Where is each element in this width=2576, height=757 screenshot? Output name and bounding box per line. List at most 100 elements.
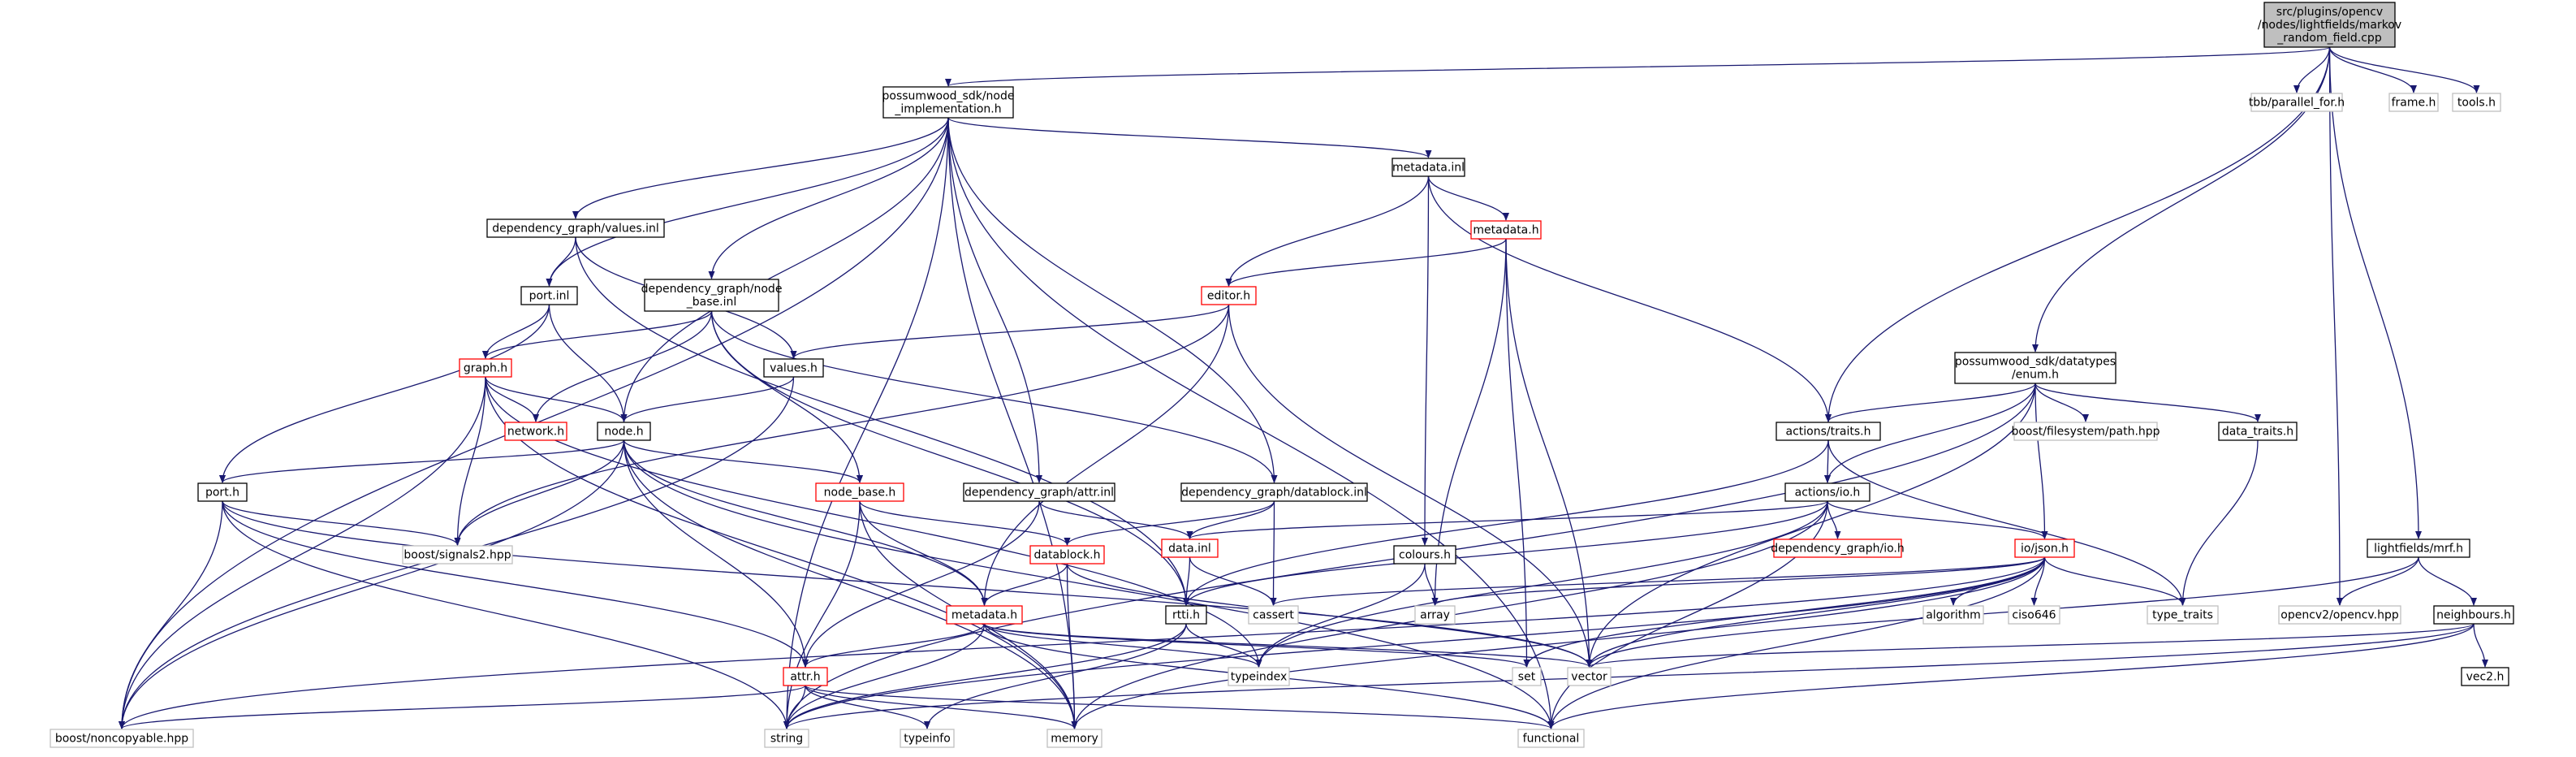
node-box xyxy=(963,482,1115,502)
edge-io_json_h-to-ciso646 xyxy=(2030,556,2046,606)
node-box xyxy=(2013,422,2158,441)
node-label-line: boost/noncopyable.hpp xyxy=(55,732,188,745)
edge-graph_h-to-boost_noncopyable xyxy=(119,376,486,729)
node-box xyxy=(1029,545,1105,565)
edge-neighbours_h-to-functional xyxy=(1547,623,2475,729)
edge-enum_h-to-io_json_h xyxy=(2034,383,2048,539)
node-network-h[interactable]: network.h xyxy=(504,422,567,441)
edge-actions_io_h-to-rtti_h xyxy=(1183,500,1828,606)
node-node-impl[interactable]: possumwood_sdk/node_implementation.h xyxy=(882,86,1015,119)
edge-attr_h-to-functional xyxy=(805,685,1555,729)
node-label-line: /enum.h xyxy=(2012,368,2059,381)
node-box xyxy=(486,218,665,238)
node-box xyxy=(2008,605,2060,625)
node-label-line: actions/io.h xyxy=(1795,486,1861,499)
edge-dg_attr_inl-to-data_inl xyxy=(1038,500,1193,539)
node-values-h[interactable]: values.h xyxy=(763,358,824,378)
edge-node_impl-to-memory xyxy=(947,117,1078,729)
edge-actions_io_h-to-data_inl xyxy=(1186,500,1828,539)
edge-editor_h-to-vector xyxy=(1228,304,1593,668)
node-rtti-h[interactable]: rtti.h xyxy=(1165,605,1207,625)
node-dg-datablock-inl[interactable]: dependency_graph/datablock.inl xyxy=(1180,482,1368,502)
node-metadata-inl[interactable]: metadata.inl xyxy=(1392,158,1465,177)
edge-dg_node_base_inl-to-graph_h xyxy=(482,310,713,359)
node-box xyxy=(2250,93,2343,112)
node-actions-traits-h[interactable]: actions/traits.h xyxy=(1776,422,1881,441)
node-dg-attr-inl[interactable]: dependency_graph/attr.inl xyxy=(963,482,1115,502)
edge-node_impl-to-node_h xyxy=(620,117,949,422)
node-box xyxy=(50,729,194,748)
edge-dg_datablock_inl-to-cassert xyxy=(1270,500,1277,606)
node-box xyxy=(520,286,578,305)
node-port-h[interactable]: port.h xyxy=(197,482,248,502)
node-label-line: lightfields/mrf.h xyxy=(2374,542,2463,555)
node-data-traits-h[interactable]: data_traits.h xyxy=(2218,422,2298,441)
node-metadata-h-top[interactable]: metadata.h xyxy=(1470,220,1542,240)
node-label-line: network.h xyxy=(507,425,564,438)
node-label-line: neighbours.h xyxy=(2436,608,2511,621)
edge-attr_h-to-boost_noncopyable xyxy=(119,685,806,729)
edge-node_impl-to-dg_values_inl xyxy=(572,117,949,219)
node-dg-values-inl[interactable]: dependency_graph/values.inl xyxy=(486,218,665,238)
node-label-line: rtti.h xyxy=(1172,608,1200,621)
edge-root-to-opencv_hpp xyxy=(2328,46,2343,606)
node-label-line: dependency_graph/datablock.inl xyxy=(1181,486,1367,499)
node-dg-io-h[interactable]: dependency_graph/io.h xyxy=(1771,539,1905,558)
node-box xyxy=(783,667,828,686)
node-datablock-h[interactable]: datablock.h xyxy=(1029,545,1105,565)
nodes-layer: src/plugins/opencv/nodes/lightfields/mar… xyxy=(50,2,2514,748)
node-graph-h[interactable]: graph.h xyxy=(459,358,512,378)
node-box xyxy=(2461,667,2509,686)
node-metadata-h[interactable]: metadata.h xyxy=(946,605,1023,625)
edge-colours_h-to-array xyxy=(1424,563,1439,606)
node-data-inl[interactable]: data.inl xyxy=(1161,539,1219,558)
node-enum-h[interactable]: possumwood_sdk/datatypes/enum.h xyxy=(1954,352,2116,384)
node-root[interactable]: src/plugins/opencv/nodes/lightfields/mar… xyxy=(2258,2,2401,48)
edge-actions_traits_h-to-actions_io_h xyxy=(1824,439,1832,483)
node-array: array xyxy=(1414,605,1456,625)
node-label-line: string xyxy=(770,732,803,745)
node-vec2-h[interactable]: vec2.h xyxy=(2461,667,2509,686)
node-neighbours-h[interactable]: neighbours.h xyxy=(2433,605,2514,625)
edge-metadata_h_top-to-set xyxy=(1505,238,1530,668)
node-label-line: dependency_graph/node xyxy=(641,283,783,296)
node-label-line: _implementation.h xyxy=(894,102,1001,115)
edge-node_impl-to-port_inl xyxy=(546,117,949,287)
node-label-line: algorithm xyxy=(1926,608,1981,621)
edge-data_inl-to-cassert xyxy=(1189,556,1277,606)
node-lightfields-mrf-h[interactable]: lightfields/mrf.h xyxy=(2367,539,2470,558)
node-box xyxy=(1046,729,1102,748)
node-attr-h[interactable]: attr.h xyxy=(783,667,828,686)
node-colours-h[interactable]: colours.h xyxy=(1393,545,1456,565)
edge-port_h-to-boost_signals2 xyxy=(222,500,461,546)
node-box xyxy=(2147,605,2219,625)
edge-dg_values_inl-to-port_inl xyxy=(546,236,576,287)
edge-metadata_h-to-vector xyxy=(983,623,1593,668)
node-label-line: type_traits xyxy=(2152,608,2213,621)
node-editor-h[interactable]: editor.h xyxy=(1201,286,1257,305)
node-box xyxy=(504,422,567,441)
edge-node_base_h-to-metadata_h xyxy=(859,500,988,606)
node-box xyxy=(946,605,1023,625)
node-label-line: data.inl xyxy=(1168,542,1211,555)
node-port-inl[interactable]: port.inl xyxy=(520,286,578,305)
edge-colours_h-to-typeindex xyxy=(1255,563,1426,668)
edge-port_h-to-boost_noncopyable xyxy=(119,500,223,729)
edge-graph_h-to-network_h xyxy=(485,376,539,422)
node-node-base-h[interactable]: node_base.h xyxy=(815,482,904,502)
node-io-json-h[interactable]: io/json.h xyxy=(2014,539,2075,558)
node-node-h[interactable]: node.h xyxy=(597,422,651,441)
node-set: set xyxy=(1512,667,1542,686)
node-frame-h: frame.h xyxy=(2388,93,2439,112)
node-actions-io-h[interactable]: actions/io.h xyxy=(1784,482,1871,502)
node-box xyxy=(1228,667,1290,686)
edge-root-to-tbb_parallel xyxy=(2293,46,2331,93)
edge-datablock_h-to-vector xyxy=(1066,563,1593,668)
edge-metadata_h_top-to-vector xyxy=(1505,238,1593,668)
node-label-line: io/json.h xyxy=(2021,542,2069,555)
node-label-line: array xyxy=(1420,608,1450,621)
node-dg-node-base-inl[interactable]: dependency_graph/node_base.inl xyxy=(641,279,783,312)
node-box xyxy=(1773,539,1902,558)
edge-node_h-to-port_h xyxy=(219,439,625,483)
edge-metadata_h-to-attr_h xyxy=(802,623,986,668)
